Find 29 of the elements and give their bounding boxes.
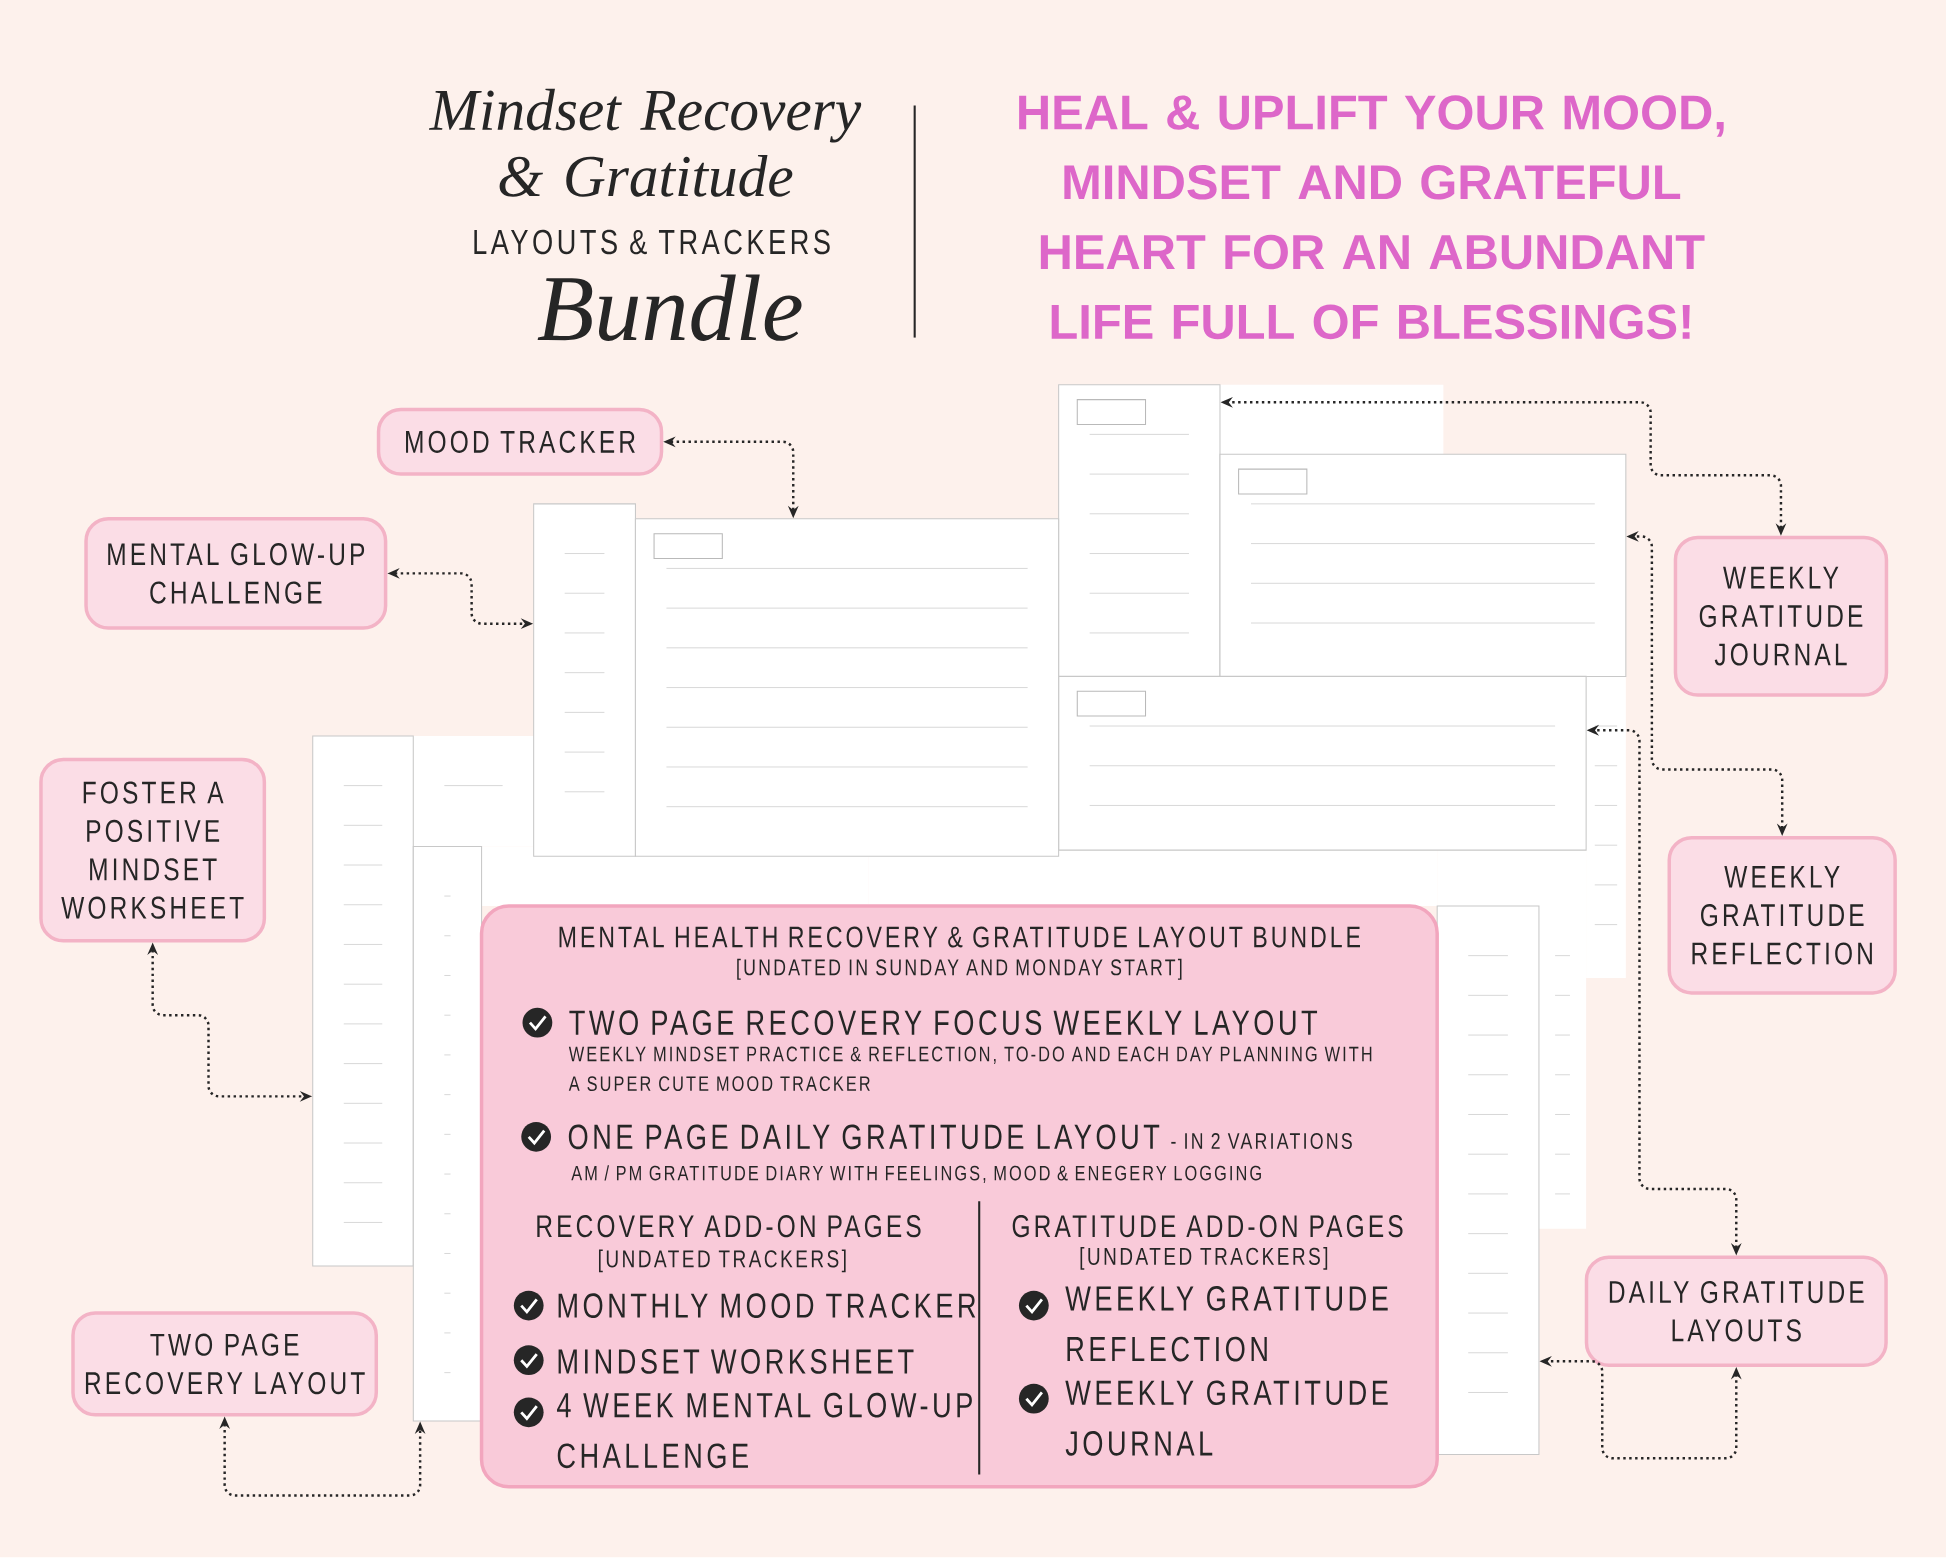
callout-label: TWO PAGE RECOVERY LAYOUT — [71, 1311, 379, 1417]
subtitle: [UNDATED TRACKERS] — [599, 1249, 846, 1273]
subtitle: LAYOUTS & TRACKERS — [474, 229, 830, 255]
list-item: MONTHLY MOOD TRACKER — [558, 1293, 976, 1319]
subtitle: [UNDATED TRACKERS] — [1080, 1247, 1328, 1271]
list-item: - IN 2 VARIATIONS — [1171, 1133, 1352, 1150]
subtitle: [UNDATED IN SUNDAY AND MONDAY START] — [737, 958, 1182, 981]
callout-label: FOSTER A POSITIVE MINDSET WORKSHEET — [39, 758, 267, 943]
planner-page-drawing — [1058, 384, 1221, 678]
callout-label: MOOD TRACKER — [376, 408, 664, 477]
list-item: MINDSET WORKSHEET — [558, 1349, 914, 1375]
list-item: WEEKLY GRATITUDE REFLECTION — [1065, 1286, 1388, 1362]
headline: HEAL & UPLIFT YOUR MOOD, MINDSET AND GRATEFUL HEART FOR AN ABUNDANT LIFE FULL OF BLESSINGS! — [1019, 95, 1724, 340]
callout-label: WEEKLY GRATITUDE REFLECTION — [1667, 836, 1897, 995]
info-panel — [479, 904, 1439, 1489]
column-heading: GRATITUDE ADD-ON PAGES — [1012, 1215, 1403, 1238]
list-item: WEEKLY GRATITUDE JOURNAL — [1065, 1380, 1388, 1456]
panel-heading: MENTAL HEALTH RECOVERY & GRATITUDE LAYOUT BUNDLE — [559, 926, 1360, 948]
script-title: Bundle — [537, 274, 802, 342]
list-item: TWO PAGE RECOVERY FOCUS WEEKLY LAYOUT — [569, 1010, 1318, 1036]
callout-label: DAILY GRATITUDE LAYOUTS — [1584, 1255, 1888, 1368]
callout-label: WEEKLY GRATITUDE JOURNAL — [1673, 535, 1889, 697]
description: AM / PM GRATITUDE DIARY WITH FEELINGS, MOOD & ENEGERY LOGGING — [571, 1165, 1261, 1184]
title: Mindset Recovery & Gratitude — [428, 88, 862, 197]
list-item: ONE PAGE DAILY GRATITUDE LAYOUT — [568, 1124, 1160, 1150]
list-item: 4 WEEK MENTAL GLOW-UP CHALLENGE — [557, 1393, 972, 1469]
column-heading: RECOVERY ADD-ON PAGES — [537, 1215, 921, 1238]
description: WEEKLY MINDSET PRACTICE & REFLECTION, TO-DO AND EACH DAY PLANNING WITH A SUPER CUTE MOOD TRACKER — [568, 1046, 1372, 1092]
callout-label: MENTAL GLOW-UP CHALLENGE — [84, 517, 388, 630]
